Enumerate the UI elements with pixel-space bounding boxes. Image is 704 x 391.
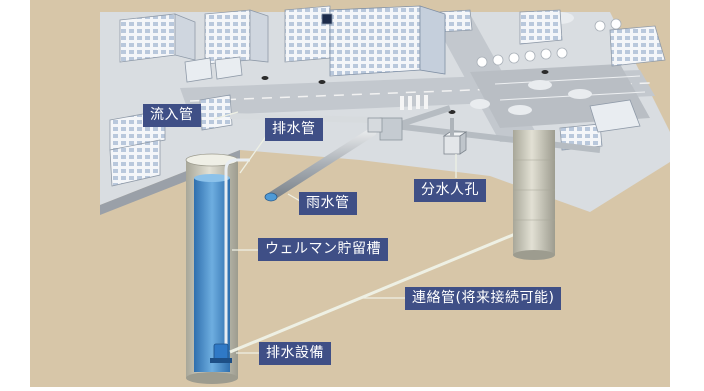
label-drainage-equipment: 排水設備	[259, 342, 331, 365]
tank-water	[194, 178, 230, 372]
label-diversion-manhole: 分水人孔	[414, 179, 486, 202]
label-inflow-pipe: 流入管	[143, 104, 201, 127]
pump-icon	[210, 343, 232, 363]
diversion-shaft	[513, 130, 555, 255]
label-tank: ウェルマン貯留槽	[258, 238, 388, 261]
label-rainwater-pipe: 雨水管	[299, 192, 357, 215]
label-drain-pipe: 排水管	[265, 118, 323, 141]
label-connecting-pipe: 連絡管(将来接続可能)	[405, 287, 562, 310]
